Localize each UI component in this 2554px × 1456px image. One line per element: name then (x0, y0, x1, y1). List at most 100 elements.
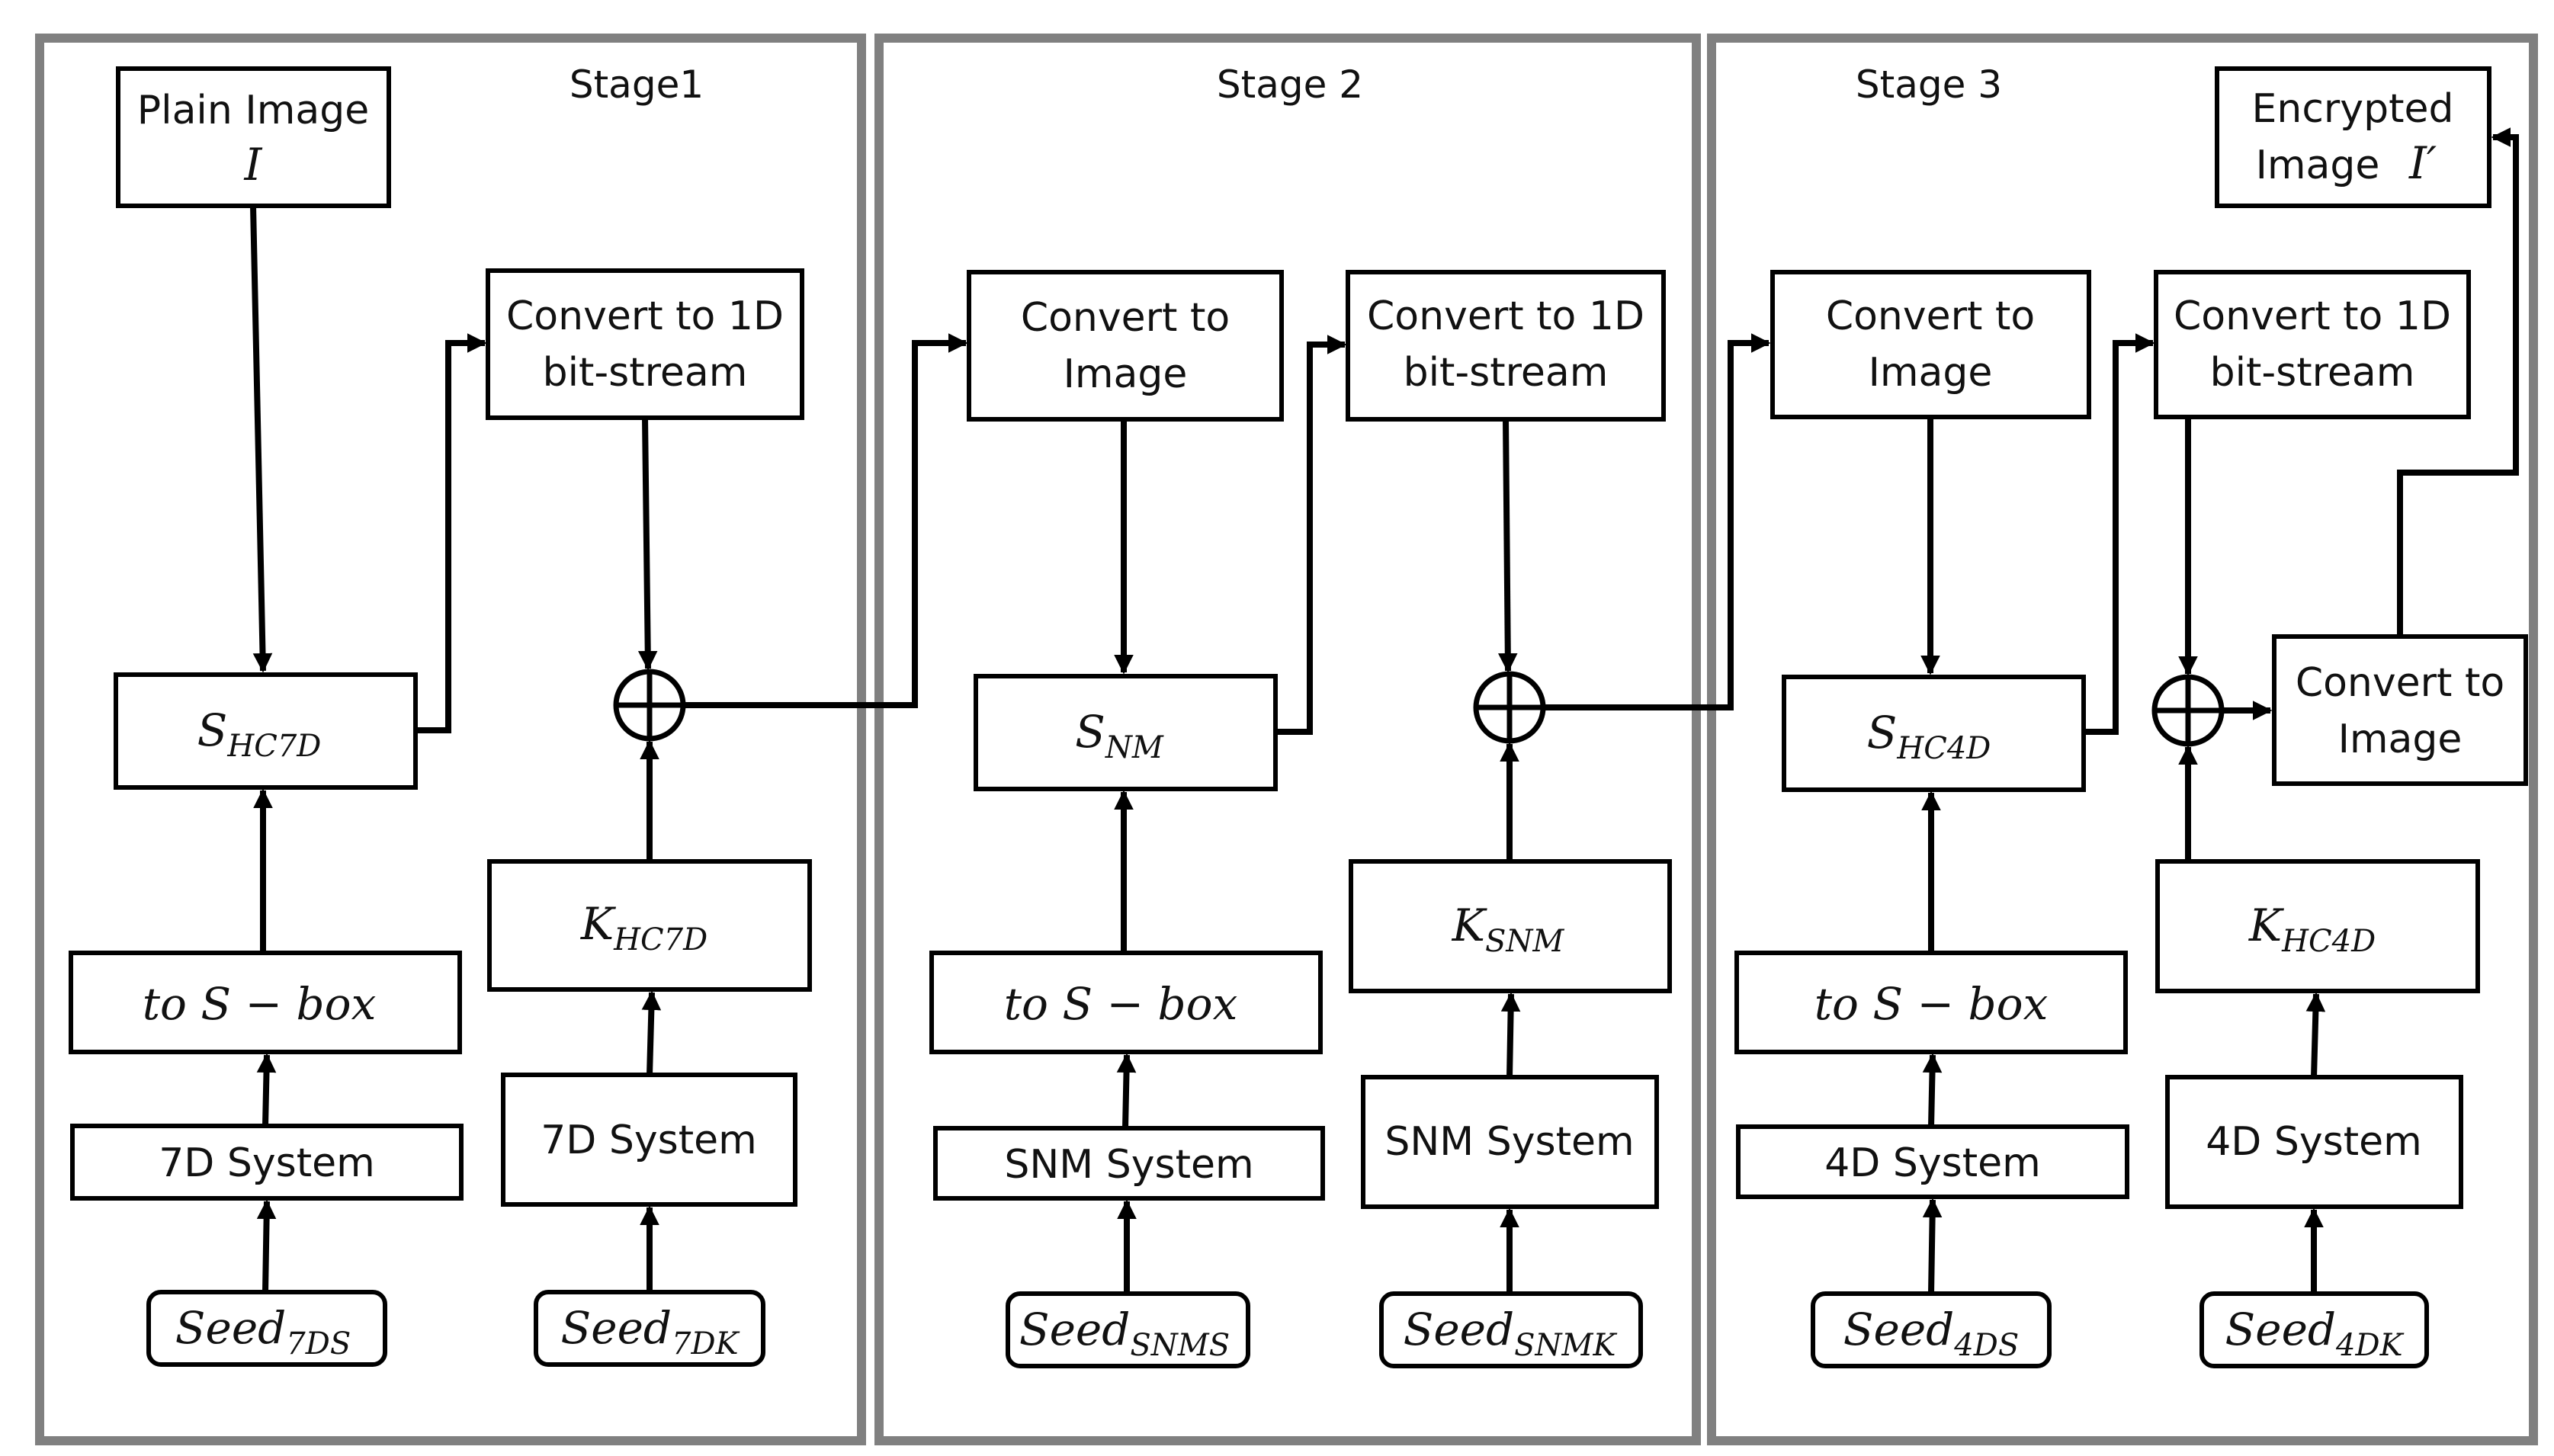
stage3-key-symbol: K (2248, 900, 2285, 951)
plain-image-label: Plain Image (137, 88, 369, 133)
stage2-convert-image-box: Convert to Image (967, 270, 1284, 422)
stage3-seed-k-box: Seed4DK (2199, 1291, 2429, 1368)
svg-text:SHC4D: SHC4D (1867, 707, 1991, 766)
stage1-seed-k-symbol: Seed (561, 1302, 672, 1354)
wire-s1-xor-to-s2-convert (683, 333, 968, 708)
svg-text:Seed7DK: Seed7DK (561, 1302, 740, 1361)
svg-text:SHC7D: SHC7D (197, 704, 322, 764)
stage1-key-box: KHC7D (487, 859, 812, 992)
stage2-seed-k-symbol: Seed (1404, 1304, 1515, 1355)
stage2-key-subscript: SNM (1485, 924, 1564, 959)
stage1-seed-s-subscript: 7DS (286, 1326, 351, 1361)
stage2-label: Stage 2 (1217, 63, 1363, 107)
svg-text:KSNM: KSNM (1452, 900, 1565, 959)
stage2-key-system-box: SNM System (1361, 1075, 1659, 1209)
stage2-seed-s-symbol: Seed (1019, 1304, 1131, 1355)
svg-text:KHC4D: KHC4D (2248, 900, 2376, 959)
stage2-key-system-label: SNM System (1384, 1119, 1634, 1165)
wire-s3-seed-to-seqsys (1922, 1198, 1943, 1294)
svg-text:SeedSNMK: SeedSNMK (1404, 1304, 1618, 1363)
wire-s3-keysys-to-key (2305, 992, 2326, 1078)
stage2-sbox-subscript: NM (1105, 730, 1164, 765)
stage2-seed-s-box: SeedSNMS (1006, 1291, 1250, 1368)
stage3-to-sbox-label: to S − box (1814, 978, 2049, 1030)
stage1-seed-s-symbol: Seed (175, 1302, 287, 1354)
wire-s3-seqsys-to-tosbox (1922, 1053, 1943, 1127)
wire-s3-sbox-to-bitstream (2084, 333, 2155, 735)
stage2-xor-icon (1473, 671, 1546, 744)
stage1-sbox-symbol: S (197, 704, 228, 756)
wire-s2-bitstream-to-xor (1497, 419, 1518, 673)
stage1-seed-s-box: Seed7DS (146, 1290, 387, 1367)
encrypted-image-line2: Image (2256, 143, 2380, 188)
stage2-seq-system-label: SNM System (1004, 1142, 1253, 1188)
wire-s3-convert-out-to-encrypted (2397, 127, 2519, 637)
stage1-key-symbol: K (580, 898, 617, 950)
stage2-to-sbox-label: to S − box (1004, 978, 1238, 1030)
stage1-convert-bitstream-line1: Convert to 1D (506, 293, 784, 339)
stage1-sbox-substitution-box: SHC7D (114, 672, 418, 790)
stage1-key-system-label: 7D System (541, 1118, 757, 1163)
stage3-xor-icon (2151, 674, 2225, 747)
stage2-seed-s-subscript: SNMS (1130, 1328, 1230, 1363)
stage1-label: Stage1 (570, 63, 704, 107)
encrypted-image-symbol: I′ (2408, 137, 2437, 189)
wire-s2-keysys-to-key (1500, 992, 1521, 1078)
stage2-key-symbol: K (1452, 900, 1488, 951)
stage3-convert-image-out-box: Convert to Image (2272, 634, 2528, 786)
stage3-seed-s-subscript: 4DS (1953, 1328, 2019, 1363)
stage1-convert-bitstream-box: Convert to 1D bit-stream (486, 268, 804, 420)
plain-image-box: Plain Image I (116, 66, 391, 208)
stage3-seed-s-box: Seed4DS (1811, 1291, 2052, 1368)
stage3-key-system-box: 4D System (2165, 1075, 2463, 1209)
stage3-sbox-substitution-box: SHC4D (1782, 675, 2086, 792)
svg-text:SeedSNMS: SeedSNMS (1019, 1304, 1230, 1363)
stage1-sbox-subscript: HC7D (226, 729, 321, 764)
stage3-seed-k-subscript: 4DK (2335, 1328, 2405, 1363)
stage2-seed-k-box: SeedSNMK (1379, 1291, 1643, 1368)
stage3-label: Stage 3 (1856, 63, 2002, 107)
stage3-convert-bitstream-line1: Convert to 1D (2174, 293, 2451, 339)
stage3-sbox-subscript: HC4D (1896, 731, 1991, 766)
stage1-seq-system-label: 7D System (159, 1140, 375, 1186)
svg-text:Seed4DS: Seed4DS (1843, 1304, 2019, 1363)
wire-s2-seqsys-to-tosbox (1116, 1053, 1137, 1129)
stage1-to-sbox-box: to S − box (69, 951, 462, 1054)
stage2-convert-bitstream-line1: Convert to 1D (1367, 293, 1644, 339)
encrypted-image-line1: Encrypted (2252, 86, 2454, 132)
stage3-seed-s-symbol: Seed (1843, 1304, 1955, 1355)
wire-s1-seqsys-to-tosbox (256, 1053, 277, 1127)
stage3-convert-image-box: Convert to Image (1770, 270, 2091, 419)
stage3-seq-system-box: 4D System (1736, 1124, 2129, 1199)
stage3-convert-bitstream-line2: bit-stream (2210, 350, 2415, 396)
wire-s1-seed-to-seqsys (256, 1199, 277, 1293)
stage2-sbox-symbol: S (1075, 706, 1105, 758)
stage2-sbox-substitution-box: SNM (974, 674, 1278, 791)
stage2-to-sbox-box: to S − box (929, 951, 1323, 1054)
svg-text:SNM: SNM (1075, 706, 1164, 765)
stage1-xor-icon (613, 669, 686, 742)
stage2-convert-image-line2: Image (1064, 351, 1188, 397)
stage3-key-box: KHC4D (2155, 859, 2480, 993)
wire-s1-keysys-to-key (641, 990, 662, 1076)
wire-s1-bitstream-to-xor (637, 417, 658, 671)
wire-s1-sbox-to-bitstream (416, 333, 487, 733)
stage1-seed-k-subscript: 7DK (672, 1326, 740, 1361)
stage2-seq-system-box: SNM System (933, 1126, 1325, 1201)
svg-text:KHC7D: KHC7D (580, 898, 707, 957)
stage1-key-subscript: HC7D (613, 922, 707, 957)
stage2-seed-k-subscript: SNMK (1514, 1328, 1617, 1363)
stage2-convert-bitstream-line2: bit-stream (1404, 350, 1609, 396)
stage3-convert-image-line1: Convert to (1826, 293, 2035, 339)
svg-text:Seed7DS: Seed7DS (175, 1302, 351, 1361)
stage1-seed-k-box: Seed7DK (534, 1290, 765, 1367)
stage3-sbox-symbol: S (1867, 707, 1898, 758)
stage3-convert-bitstream-box: Convert to 1D bit-stream (2154, 270, 2471, 419)
stage1-seq-system-box: 7D System (70, 1124, 464, 1201)
wire-plain-to-sbox (250, 205, 273, 673)
stage1-convert-bitstream-line2: bit-stream (543, 350, 748, 396)
stage1-key-system-box: 7D System (501, 1073, 797, 1207)
stage2-convert-image-line1: Convert to (1021, 295, 1230, 341)
stage3-convert-image-out-line2: Image (2338, 717, 2463, 762)
stage3-key-system-label: 4D System (2206, 1119, 2422, 1165)
